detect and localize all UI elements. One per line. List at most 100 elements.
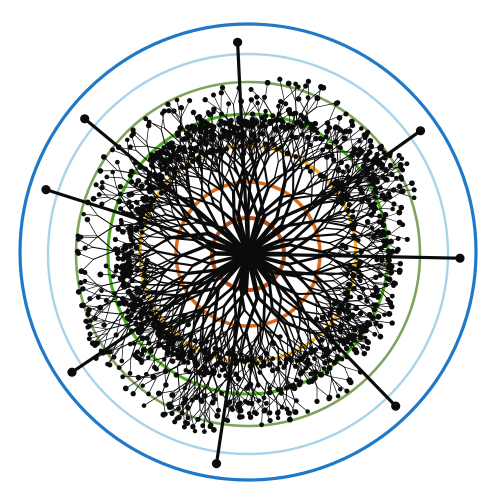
branch-tip-dot (128, 328, 135, 334)
branch-segment (169, 389, 180, 405)
branch-segment (330, 321, 336, 335)
branch-segment (147, 235, 167, 239)
branch-tip-dot (364, 298, 370, 304)
branch-tip-dot (119, 228, 126, 235)
branch-tip-dot (176, 414, 182, 421)
branch-tip-dot (319, 337, 325, 343)
branch-segment (213, 94, 222, 112)
branch-segment (301, 156, 321, 172)
branch-tip-dot (135, 209, 142, 216)
branch-segment (287, 220, 316, 247)
branch-tip-dot (129, 294, 136, 300)
branch-tip-dot (203, 125, 209, 131)
branch-segment (295, 270, 317, 277)
branch-tip-dot (333, 125, 338, 131)
branch-segment (336, 143, 339, 163)
branch-tip-dot (175, 153, 180, 158)
branch-segment (370, 265, 392, 273)
branch-tip-dot (270, 113, 276, 119)
branch-tip-dot (80, 302, 86, 309)
branch-segment (121, 342, 124, 362)
branch-tip-dot (292, 363, 299, 369)
branch-tip-dot (201, 392, 208, 399)
branch-tip-dot (383, 282, 389, 288)
branch-segment (201, 383, 205, 401)
branch-segment (244, 290, 262, 322)
branch-tip-dot (168, 332, 174, 338)
branch-tip-dot (173, 165, 179, 171)
branch-tip-dot (341, 135, 348, 142)
branch-tip-dot (255, 361, 260, 366)
branch-segment (236, 40, 250, 256)
branch-segment (256, 135, 267, 150)
branch-tip-dot (189, 151, 195, 158)
branch-tip-dot (88, 318, 94, 323)
branch-segment (387, 158, 403, 172)
branch-tip-dot (331, 359, 338, 366)
branch-tip-dot (211, 106, 217, 112)
branch-tip-dot (144, 258, 150, 264)
branch-tip-dot (180, 401, 186, 406)
branch-segment (246, 252, 398, 408)
branch-segment (200, 334, 204, 359)
branch-tip-dot (158, 148, 164, 155)
branch-segment (148, 376, 158, 395)
branch-segment (314, 270, 332, 277)
branch-tip-dot (382, 312, 387, 317)
branch-tip-dot (389, 320, 395, 326)
branch-segment (283, 158, 307, 183)
branch-segment (148, 121, 166, 129)
branch-tip-dot (391, 201, 397, 207)
branch-tip-dot (200, 423, 206, 429)
branch-tip-dot (191, 348, 196, 354)
branch-segment (330, 376, 350, 381)
branch-tip-dot (152, 364, 157, 370)
branch-tip-dot (227, 375, 234, 382)
branch-segment (296, 99, 310, 123)
branch-tip-dot (242, 118, 249, 124)
branch-segment (233, 168, 250, 191)
branch-tip-dot (122, 385, 129, 392)
branch-segment (164, 127, 181, 144)
branch-tip-dot (293, 154, 299, 160)
branch-segment (103, 302, 111, 326)
branch-tip-dot (101, 154, 107, 160)
branch-segment (115, 319, 121, 336)
branch-tip-dot (138, 315, 144, 321)
branch-tip-dot (286, 356, 292, 361)
branch-segment (209, 169, 223, 192)
branch-tip-dot (135, 329, 142, 336)
branch-segment (201, 326, 209, 345)
branch-tip-dot (211, 459, 222, 469)
branch-segment (325, 293, 331, 306)
branch-segment (346, 214, 367, 227)
branch-tip-dot (139, 322, 144, 327)
branch-segment (267, 170, 287, 190)
branch-segment (284, 151, 295, 173)
branch-tip-dot (156, 322, 161, 327)
branch-segment (293, 338, 306, 349)
branch-tip-dot (323, 154, 330, 160)
branch-segment (132, 129, 148, 143)
branch-tip-dot (97, 168, 104, 174)
branch-segment (267, 280, 274, 309)
branch-tip-dot (371, 201, 378, 207)
branch-tip-dot (135, 177, 142, 184)
branch-tip-dot (359, 126, 364, 131)
branch-segment (106, 313, 121, 334)
branch-segment (164, 237, 182, 256)
branch-segment (270, 270, 298, 278)
branch-tip-dot (134, 289, 140, 295)
branch-tip-dot (361, 350, 368, 357)
branch-segment (251, 342, 259, 358)
branch-segment (255, 156, 270, 184)
branch-tip-dot (99, 201, 105, 207)
branch-segment (183, 329, 194, 341)
branch-tip-dot (331, 181, 338, 187)
branch-tip-dot (279, 404, 285, 410)
branch-tip-dot (132, 160, 138, 166)
branch-segment (180, 100, 190, 119)
branch-tip-dot (161, 145, 167, 150)
branch-tip-dot (110, 274, 116, 279)
branch-tip-dot (247, 381, 254, 388)
